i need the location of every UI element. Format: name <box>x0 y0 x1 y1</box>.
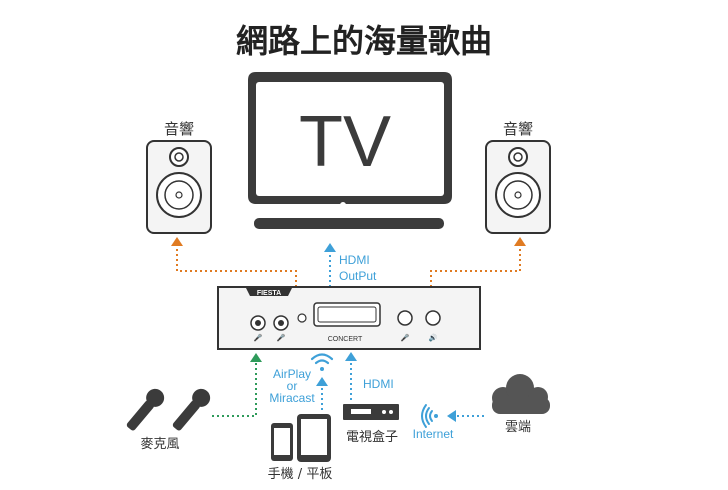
device-brand-label: FIESTA <box>257 290 281 297</box>
mobile-label: 手機 / 平板 <box>268 467 333 482</box>
hdmi-input-arrow-icon <box>345 352 357 361</box>
right-speaker-label: 音響 <box>503 120 533 138</box>
karaoke-device: 🎤 🎤 🎤 🔊 <box>217 286 481 350</box>
microphone-icon <box>126 388 211 431</box>
svg-text:🎤: 🎤 <box>277 333 286 342</box>
left-speaker-label: 音響 <box>164 120 194 138</box>
microphone-connector <box>212 362 257 417</box>
hdmi-output-arrow-icon <box>324 243 336 252</box>
phone-icon <box>271 423 293 461</box>
svg-text:🎤: 🎤 <box>401 333 410 342</box>
settop-box-icon <box>343 404 399 420</box>
internet-label: Internet <box>413 427 454 441</box>
right-speaker-icon <box>485 140 551 234</box>
settop-box-label: 電視盒子 <box>346 429 398 445</box>
signal-icon <box>421 404 438 428</box>
microphone-label: 麥克風 <box>140 436 179 452</box>
cloud-icon <box>492 374 550 414</box>
wifi-icon <box>310 353 334 371</box>
tv-icon <box>248 72 452 229</box>
hdmi-output-label-line2: OutPut <box>339 269 377 283</box>
mobile-arrow-icon <box>316 377 328 386</box>
device-logo-label: CONCERT <box>328 336 363 343</box>
page-title: 網路上的海量歌曲 <box>236 22 492 60</box>
airplay-label-line2: or <box>287 379 298 393</box>
hdmi-input-label: HDMI <box>363 377 394 391</box>
cloud-label: 雲端 <box>505 420 531 435</box>
left-speaker-arrow-icon <box>171 237 183 246</box>
microphone-arrow-icon <box>250 353 262 362</box>
airplay-label-line3: Miracast <box>269 391 315 405</box>
right-speaker-arrow-icon <box>514 237 526 246</box>
airplay-label-line1: AirPlay <box>273 367 311 381</box>
tv-label: TV <box>299 102 391 182</box>
speaker-connectors <box>176 246 521 287</box>
left-speaker-icon <box>146 140 212 234</box>
svg-text:🎤: 🎤 <box>254 333 263 342</box>
hdmi-output-label-line1: HDMI <box>339 253 370 267</box>
internet-arrow-icon <box>447 410 456 422</box>
tablet-icon <box>297 414 331 462</box>
svg-text:🔊: 🔊 <box>429 333 438 342</box>
